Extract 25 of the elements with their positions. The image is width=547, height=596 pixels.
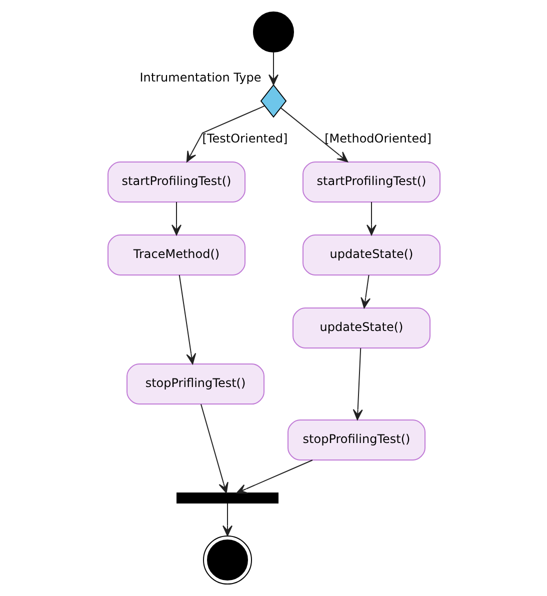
arrow [280,107,348,162]
arrow [236,460,312,494]
arrow [222,502,232,536]
arrow [352,348,362,420]
node-diamond [260,84,286,118]
node-label: Intrumentation Type [139,70,261,85]
arrow [268,52,278,86]
arrow [186,105,264,162]
node-bar [176,492,278,504]
arrow [200,404,228,494]
node-bullseye [202,536,252,584]
arrow [178,274,196,364]
arrow [360,274,370,308]
node-box: stopProfilingTest() [287,420,425,460]
node-box: startProfilingTest() [302,162,440,202]
node-box: startProfilingTest() [107,162,245,202]
arrow [171,202,181,236]
node-box: stopPriflingTest() [126,364,264,404]
node-box: updateState() [302,234,440,276]
edge-label: [MethodOriented] [324,132,431,146]
node-circle [252,12,294,52]
arrow [366,202,376,236]
node-box: TraceMethod() [107,234,245,276]
edge-label: [TestOriented] [202,132,288,146]
node-box: updateState() [292,308,430,348]
